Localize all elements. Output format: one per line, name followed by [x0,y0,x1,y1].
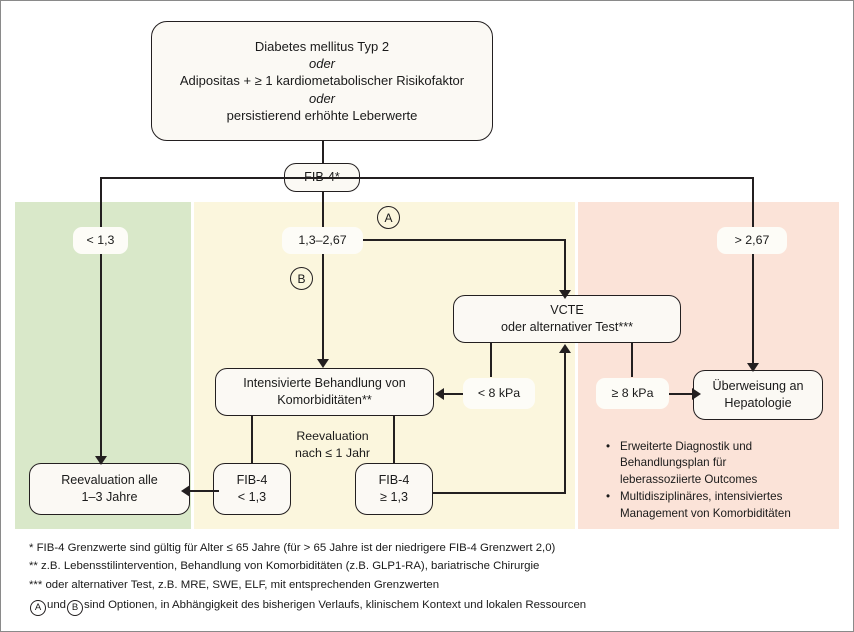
list-item: • Multidisziplinäres, intensiviertes Man… [606,489,834,522]
bullet-1-line-2: Behandlungsplan für [620,456,727,470]
connector-high-to-referral [752,253,754,365]
connector-low-kpa-to-treatment [444,393,468,395]
connector-treatment-to-fib4-low [251,416,253,464]
indication-line-5: persistierend erhöhte Leberwerte [226,107,418,123]
arrowhead-mid-to-treatment [317,359,329,368]
indication-line-3: Adipositas + ≥ 1 kardiometabolischer Ris… [179,73,465,89]
connector-treatment-to-fib4-high [393,416,395,464]
label-low-kpa-text: < 8 kPa [477,386,521,401]
node-intensified-treatment: Intensivierte Behandlung von Komorbiditä… [215,368,434,416]
label-fib4-low: < 1,3 [73,227,128,254]
reevaluation-note-line-2: nach ≤ 1 Jahr [295,445,370,460]
vcte-line-1: VCTE [550,303,584,318]
list-item: • Erweiterte Diagnostik und Behandlungsp… [606,439,834,488]
reevaluation-line-2: 1–3 Jahre [81,490,138,504]
node-referral-hepatology: Überweisung an Hepatologie [693,370,823,420]
option-b-label: B [297,271,306,286]
connector-fib4-high-to-vcte-vertical [564,353,566,492]
connector-vcte-to-low-kpa [490,342,492,377]
label-fib4-low-text: < 1,3 [86,233,115,248]
arrowhead-low-to-reevaluation [95,456,107,465]
node-reevaluation-1-3-years: Reevaluation alle 1–3 Jahre [29,463,190,515]
footnote-option-a-icon: A [30,600,46,617]
label-high-kpa: ≥ 8 kPa [596,378,669,409]
bullet-2-line-1: Multidisziplinäres, intensiviertes [620,490,783,504]
connector-mid-to-vcte-horizontal [363,239,566,241]
option-b-marker: B [290,267,313,290]
footnote-option-b-icon: B [67,600,84,617]
connector-mid-to-vcte-vertical [564,239,566,293]
footnote-line-1: * FIB-4 Grenzwerte sind gültig für Alter… [29,542,556,554]
arrowhead-mid-to-vcte [559,290,571,299]
bullet-1-line-1: Erweiterte Diagnostik und [620,440,753,453]
footnote-line-4-tail: sind Optionen, in Abhängigkeit des bishe… [84,599,587,612]
indication-line-2: oder [308,56,336,72]
connector-fib4-high-to-vcte-horizontal [433,492,566,494]
label-fib4-mid: 1,3–2,67 [282,227,363,254]
connector-top-to-fib4 [322,140,324,164]
reevaluation-note-line-1: Reevaluation [296,429,369,443]
label-high-kpa-text: ≥ 8 kPa [611,386,654,401]
referral-line-1: Überweisung an [712,379,804,394]
arrowhead-high-kpa-to-referral [692,388,701,400]
fib4-low-line-2: < 1,3 [237,490,267,504]
connector-fib4-to-high [752,177,754,227]
connector-fib4-distribution-bar [100,177,753,179]
connector-fib4-to-low [100,177,102,227]
label-fib4-mid-text: 1,3–2,67 [298,233,347,248]
node-indication-criteria: Diabetes mellitus Typ 2 oder Adipositas … [151,21,493,141]
footnote-line-3: *** oder alternativer Test, z.B. MRE, SW… [29,578,440,591]
bullet-1-line-3: leberassoziierte Outcomes [620,472,758,486]
connector-vcte-to-high-kpa [631,342,633,377]
footnote-line-4-mid: und [47,599,67,612]
fib4-high-line-1: FIB-4 [378,473,410,488]
reevaluation-line-1: Reevaluation alle [61,473,158,488]
connector-mid-to-treatment [322,253,324,361]
label-fib4-high-text: > 2,67 [734,233,770,248]
fib4-high-line-2: ≥ 1,3 [380,490,408,504]
fib4-low-line-1: FIB-4 [236,473,268,488]
arrowhead-fib4-high-to-vcte [559,344,571,353]
connector-high-kpa-to-referral [669,393,693,395]
label-low-kpa: < 8 kPa [463,378,535,409]
label-fib4-high: > 2,67 [717,227,787,254]
node-fib4-above-1-3: FIB-4 ≥ 1,3 [355,463,433,515]
referral-line-2: Hepatologie [724,396,792,410]
treatment-line-1: Intensivierte Behandlung von [243,376,406,391]
node-fib4-below-1-3: FIB-4 < 1,3 [213,463,291,515]
option-a-marker: A [377,206,400,229]
bullet-dot-icon: • [606,440,611,453]
connector-fib4-low-to-reevaluation [190,490,219,492]
option-a-label: A [384,210,393,225]
band-pink-high-risk [578,202,839,529]
connector-low-to-reevaluation [100,253,102,458]
bullet-2-line-2: Management von Komorbiditäten [620,506,791,520]
arrowhead-low-kpa-to-treatment [435,388,444,400]
indication-line-1: Diabetes mellitus Typ 2 [254,39,390,55]
high-risk-bullet-list: • Erweiterte Diagnostik und Behandlungsp… [606,439,834,523]
footnote-line-2: ** z.B. Lebensstilintervention, Behandlu… [29,560,540,573]
indication-line-4: oder [308,90,336,106]
node-vcte: VCTE oder alternativer Test*** [453,295,681,343]
footnotes-block: * FIB-4 Grenzwerte sind gültig für Alter… [29,539,829,617]
vcte-line-2: oder alternativer Test*** [500,320,634,334]
bullet-dot-icon: • [606,490,611,504]
treatment-line-2: Komorbiditäten** [277,393,372,407]
arrowhead-fib4-low-to-reevaluation [181,485,190,497]
arrowhead-high-to-referral [747,363,759,372]
reevaluation-interval-note: Reevaluation nach ≤ 1 Jahr [276,428,389,462]
connector-fib4-to-mid [322,191,324,227]
